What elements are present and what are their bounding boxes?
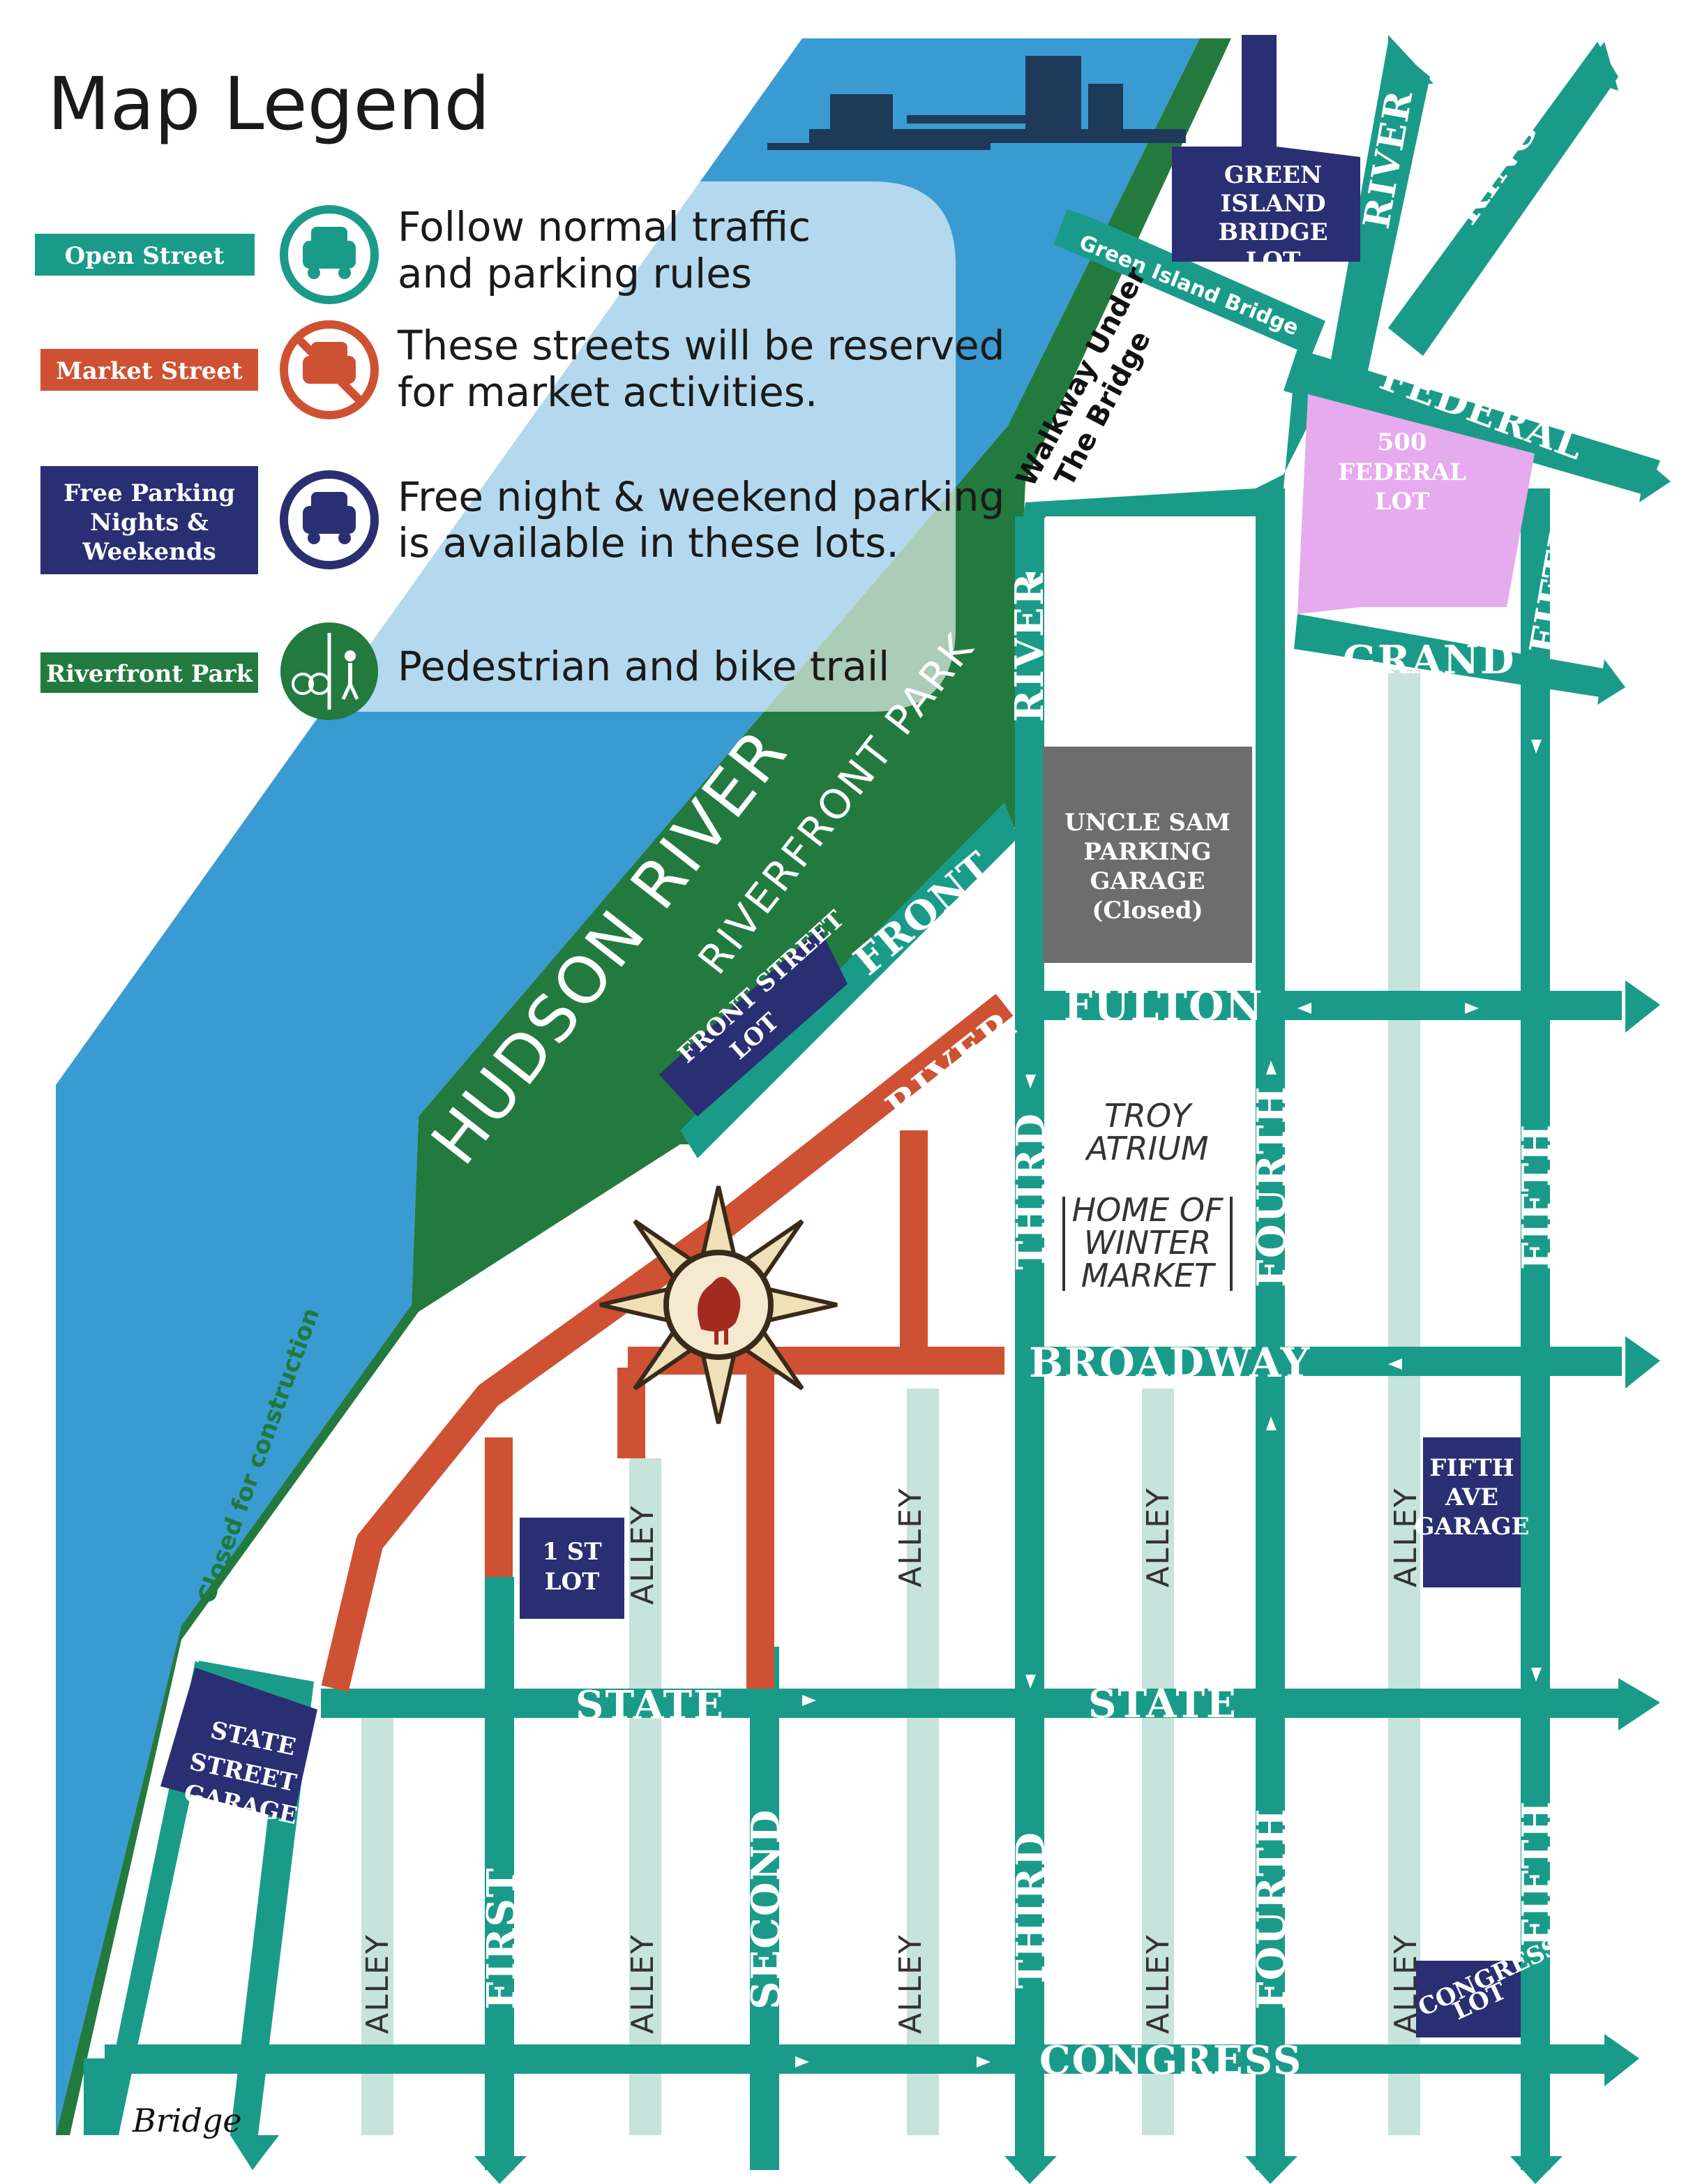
front-street-lot	[659, 928, 848, 1116]
pedestrian-bike-icon	[280, 622, 378, 720]
badge-free-parking	[40, 466, 258, 574]
uncle-sam-line2: PARKING	[1083, 838, 1211, 866]
legend-market-line2: for market activities.	[398, 368, 818, 416]
alley-label-6: ALLEY	[625, 1934, 661, 2034]
car-icon	[280, 205, 379, 304]
bridge-illustration	[767, 56, 1186, 150]
atrium-line5: MARKET	[1081, 1257, 1217, 1294]
no-car-icon	[280, 320, 379, 419]
badge-open-street	[35, 234, 255, 276]
sun-rooster-logo	[599, 1186, 838, 1424]
badge-free-parking-line1: Free Parking	[63, 479, 235, 507]
legend-panel	[28, 181, 956, 712]
alleys	[361, 670, 1420, 2135]
badge-market-street	[40, 349, 258, 391]
open-streets	[84, 42, 1660, 2170]
legend-open-line1: Follow normal traffic	[398, 203, 811, 250]
fifth-ave-garage	[1423, 1437, 1521, 1587]
street-river-mid: RIVER	[1007, 572, 1053, 722]
street-fifth-mid: FIFTH	[1514, 1123, 1560, 1270]
congress-lot	[1416, 1961, 1521, 2037]
street-river-market: RIVER	[878, 1002, 1024, 1131]
uncle-sam-line4: (Closed)	[1092, 897, 1203, 925]
legend-title: Map Legend	[47, 61, 490, 147]
fifth-ave-line3: GARAGE	[1414, 1513, 1529, 1541]
riverfront-park-lower	[663, 502, 1018, 1144]
atrium-line2: ATRIUM	[1084, 1130, 1208, 1167]
street-arrowheads	[230, 35, 1671, 2184]
street-state-west: STATE	[575, 1682, 725, 1728]
alley-label-8: ALLEY	[1141, 1934, 1176, 2034]
fifth-ave-line2: AVE	[1445, 1483, 1498, 1511]
first-lot-line2: LOT	[545, 1568, 600, 1596]
green-island-lot-line3: BRIDGE	[1218, 218, 1327, 246]
street-congress: CONGRESS	[1039, 2037, 1302, 2084]
market-streets	[321, 994, 1014, 1692]
badge-open-street-label: Open Street	[65, 242, 225, 270]
atrium-line3: HOME OF	[1072, 1191, 1224, 1229]
uncle-sam-line3: GARAGE	[1090, 867, 1205, 895]
alley-label-7: ALLEY	[893, 1934, 928, 2034]
green-island-lot-line2: ISLAND	[1220, 190, 1325, 218]
first-lot-line1: 1 ST	[542, 1538, 601, 1566]
street-third-north: THIRD	[1008, 1112, 1054, 1270]
alley-label-4: ALLEY	[1388, 1487, 1424, 1587]
street-first: FIRST	[479, 1867, 525, 2010]
alley-label-1: ALLEY	[625, 1504, 661, 1605]
badge-riverfront-park	[40, 652, 258, 693]
fifth-ave-line1: FIFTH	[1429, 1454, 1514, 1482]
alley-label-2: ALLEY	[893, 1487, 928, 1587]
legend-parking-line2: is available in these lots.	[398, 519, 899, 567]
badge-riverfront-park-label: Riverfront Park	[46, 660, 254, 688]
badge-free-parking-line2: Nights &	[90, 509, 209, 537]
federal-lot-line1: 500	[1378, 428, 1427, 456]
street-third-south: THIRD	[1008, 1831, 1054, 1989]
street-state-east: STATE	[1088, 1681, 1237, 1727]
street-fulton: FULTON	[1064, 982, 1264, 1030]
uncle-sam-line1: UNCLE SAM	[1064, 809, 1230, 837]
alley-label-3: ALLEY	[1141, 1487, 1176, 1587]
federal-lot-line2: FEDERAL	[1338, 458, 1466, 486]
street-fourth-north: FOURTH	[1249, 1085, 1295, 1287]
street-grand: GRAND	[1343, 637, 1516, 683]
federal-lot-line3: LOT	[1375, 488, 1430, 516]
federal-lot	[1297, 394, 1535, 614]
uncle-sam-garage	[1043, 747, 1252, 963]
alley-label-9: ALLEY	[1388, 1934, 1424, 2034]
first-street-lot	[520, 1518, 624, 1619]
green-island-lot-line4: LOT	[1246, 247, 1301, 275]
bridge-label: Bridge	[132, 2102, 242, 2139]
street-second: SECOND	[743, 1809, 789, 2010]
parking-lots	[160, 35, 1535, 2037]
alley-label-5: ALLEY	[360, 1934, 396, 2034]
street-fourth-south: FOURTH	[1249, 1807, 1295, 2010]
atrium-line1: TROY	[1104, 1097, 1194, 1135]
badge-free-parking-line3: Weekends	[82, 538, 216, 566]
street-fifth-south: FIFTH	[1514, 1800, 1560, 1947]
legend-parking-line1: Free night & weekend parking	[398, 473, 1004, 521]
legend-open-line2: and parking rules	[398, 250, 752, 297]
direction-arrows	[795, 572, 1542, 2067]
street-broadway: BROADWAY	[1029, 1339, 1311, 1386]
green-island-lot-line1: GREEN	[1224, 161, 1322, 189]
legend-park-line1: Pedestrian and bike trail	[398, 643, 889, 690]
green-island-bridge-lot	[1172, 35, 1360, 262]
state-street-garage	[160, 1668, 317, 1821]
atrium-line4: WINTER	[1084, 1224, 1212, 1262]
badge-market-street-label: Market Street	[56, 357, 243, 385]
legend-market-line1: These streets will be reserved	[397, 322, 1004, 369]
parking-car-icon	[280, 470, 379, 569]
